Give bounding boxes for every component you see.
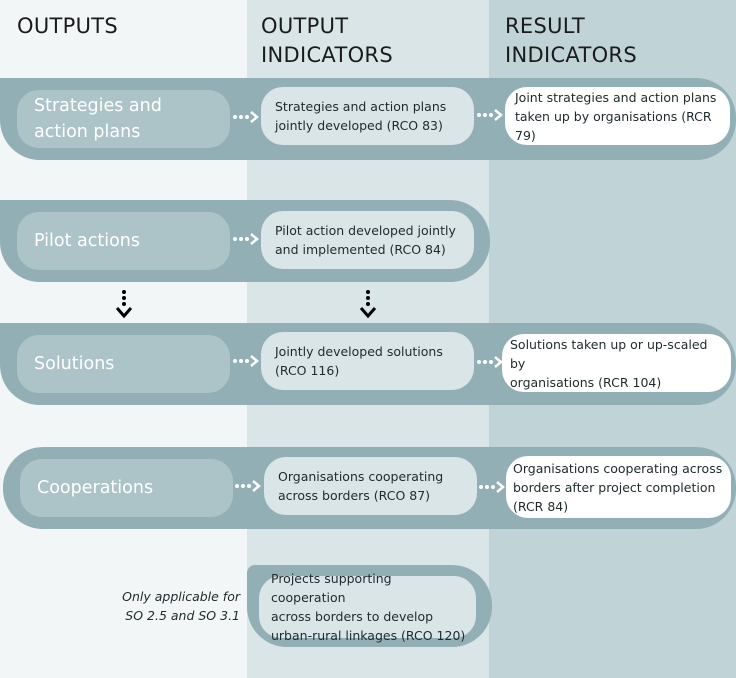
solutions-output-pill: Solutions [17, 335, 230, 393]
solutions-arrow-1 [233, 355, 259, 367]
solutions-result-pill: Solutions taken up or up-scaled by organ… [502, 334, 731, 392]
strategies-indicator-pill: Strategies and action plans jointly deve… [261, 87, 474, 145]
pilot-arrow [233, 233, 259, 245]
pilot-indicator-label: Pilot action developed jointly and imple… [275, 223, 456, 257]
cooperations-arrow-2 [479, 481, 505, 493]
cooperations-output-label: Cooperations [37, 478, 154, 498]
solutions-output-label: Solutions [34, 354, 115, 374]
rco120-indicator-label: Projects supporting cooperation across b… [271, 571, 466, 643]
output-indicators-header: OUTPUT INDICATORS [261, 14, 393, 67]
strategies-output-pill: Strategies and action plans [17, 90, 230, 148]
solutions-arrow-2 [477, 356, 503, 368]
pilot-output-label: Pilot actions [34, 231, 141, 251]
cooperations-arrow-1 [235, 480, 261, 492]
strategies-output-label: Strategies and action plans [34, 96, 162, 142]
strategies-result-pill: Joint strategies and action plans taken … [505, 87, 730, 145]
down-arrow-outputs [115, 290, 133, 319]
pilot-indicator-pill: Pilot action developed jointly and imple… [261, 211, 474, 269]
solutions-result-label: Solutions taken up or up-scaled by organ… [510, 336, 708, 390]
cooperations-indicator-pill: Organisations cooperating across borders… [264, 457, 477, 515]
rco120-indicator-pill: Projects supporting cooperation across b… [259, 571, 476, 643]
cooperations-result-label: Organisations cooperating across borders… [513, 460, 723, 514]
strategies-arrow-1 [233, 111, 259, 123]
outputs-header: OUTPUTS [17, 14, 119, 38]
strategies-indicator-label: Strategies and action plans jointly deve… [275, 99, 447, 133]
down-arrow-indicators [359, 290, 377, 319]
pilot-output-pill: Pilot actions [17, 212, 230, 270]
applicability-note: Only applicable for SO 2.5 and SO 3.1 [122, 589, 240, 623]
result-indicators-header: RESULT INDICATORS [505, 14, 637, 67]
strategies-result-label: Joint strategies and action plans taken … [515, 89, 717, 143]
cooperations-result-pill: Organisations cooperating across borders… [506, 456, 731, 518]
solutions-indicator-label: Jointly developed solutions (RCO 116) [275, 344, 443, 378]
cooperations-output-pill: Cooperations [20, 459, 233, 517]
cooperations-indicator-label: Organisations cooperating across borders… [278, 469, 444, 503]
solutions-indicator-pill: Jointly developed solutions (RCO 116) [261, 332, 474, 390]
strategies-arrow-2 [477, 109, 503, 121]
